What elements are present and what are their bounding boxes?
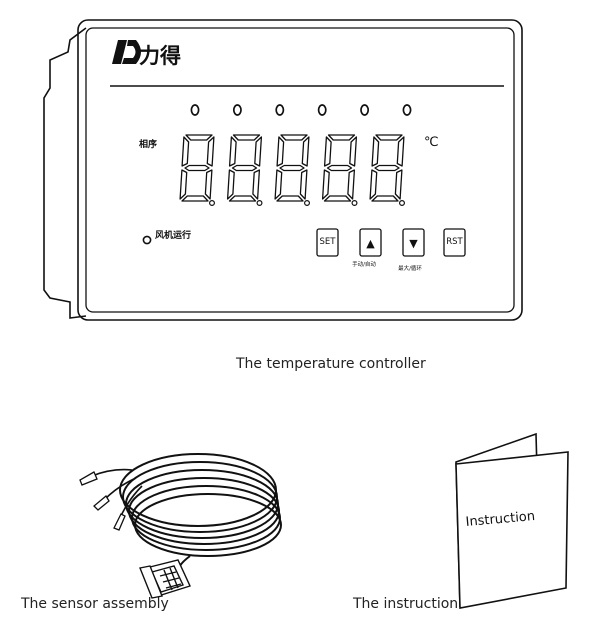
digit-segment (276, 195, 304, 202)
digit-segment (371, 195, 399, 202)
sensor-probe-icon (93, 495, 110, 511)
digit-segment (327, 134, 356, 141)
fan-running-label: 风机运行 (155, 229, 191, 241)
celsius-unit-label: ℃ (424, 135, 439, 150)
decimal-point (399, 199, 406, 206)
cable-coil (119, 453, 282, 557)
up-button-sublabel: 手动/自动 (352, 260, 376, 268)
digit-segment (321, 169, 330, 200)
digit-segment (228, 195, 257, 202)
controller-face (85, 27, 515, 313)
instruction-booklet (455, 432, 569, 609)
digit-segment (280, 134, 308, 141)
decimal-point (256, 199, 263, 206)
rst-button[interactable]: RST (443, 228, 466, 257)
brand-logo: 力得 (112, 40, 181, 68)
digit-segment (181, 136, 190, 167)
decimal-point (304, 199, 311, 206)
digit-segment (231, 164, 258, 172)
indicator-led (275, 104, 285, 116)
digit-segment (274, 169, 283, 200)
digit-segment (226, 169, 235, 200)
digit-segment (347, 169, 356, 200)
seven-segment-display (179, 134, 406, 206)
digit-segment (301, 136, 310, 167)
controller-side-flange (43, 27, 87, 319)
decimal-point (209, 199, 216, 206)
up-arrow-button[interactable]: ▲ (359, 228, 382, 257)
down-arrow-button[interactable]: ▼ (402, 228, 425, 257)
indicator-led (360, 104, 370, 116)
sensor-caption: The sensor assembly (21, 596, 169, 612)
digit-segment (185, 134, 213, 141)
fan-running-led (142, 235, 152, 245)
down-arrow-icon: ▼ (409, 237, 418, 250)
controller-caption: The temperature controller (236, 356, 426, 372)
digit-segment (228, 136, 237, 167)
sensor-assembly (79, 453, 282, 599)
indicator-led (190, 104, 200, 116)
digit-segment (394, 169, 403, 200)
digit-segment (323, 136, 332, 167)
indicator-led-row (190, 104, 412, 116)
digit-segment (374, 164, 400, 172)
digit-segment (206, 136, 215, 167)
digit-segment (232, 134, 261, 141)
booklet-cover-text: Instruction (465, 509, 536, 530)
connector-cable (179, 555, 191, 567)
seven-segment-digit (179, 134, 216, 206)
seven-segment-digit (226, 134, 263, 206)
digit-segment (254, 136, 263, 167)
digit-segment (181, 195, 209, 202)
set-button-label: SET (320, 237, 337, 247)
indicator-led (402, 104, 412, 116)
digit-segment (299, 169, 308, 200)
sensor-probe-icon (113, 513, 126, 531)
instruction-caption: The instruction (353, 596, 459, 612)
temperature-controller (43, 19, 523, 321)
seven-segment-digit (369, 134, 406, 206)
digit-segment (396, 136, 405, 167)
digit-segment (276, 136, 285, 167)
digit-segment (252, 169, 261, 200)
indicator-led (232, 104, 242, 116)
down-button-sublabel: 最大/循环 (398, 264, 422, 272)
digit-segment (323, 195, 352, 202)
indicator-led (317, 104, 327, 116)
decimal-point (351, 199, 358, 206)
sensor-probe-icon (79, 471, 98, 486)
up-arrow-icon: ▲ (366, 237, 375, 250)
digit-segment (369, 169, 378, 200)
digit-segment (371, 136, 380, 167)
digit-segment (326, 164, 353, 172)
phase-sequence-label: 相序 (139, 138, 157, 150)
digit-segment (179, 169, 188, 200)
digit-segment (349, 136, 358, 167)
digit-segment (184, 164, 210, 172)
digit-segment (279, 164, 305, 172)
brand-text: 力得 (139, 44, 181, 68)
controller-outer-frame (77, 19, 523, 321)
seven-segment-digit (321, 134, 358, 206)
digit-segment (375, 134, 403, 141)
set-button[interactable]: SET (316, 228, 339, 257)
booklet-front-cover (455, 451, 569, 609)
seven-segment-digit (274, 134, 311, 206)
rst-button-label: RST (446, 237, 463, 247)
digit-segment (204, 169, 213, 200)
db-connector-icon (139, 559, 191, 599)
